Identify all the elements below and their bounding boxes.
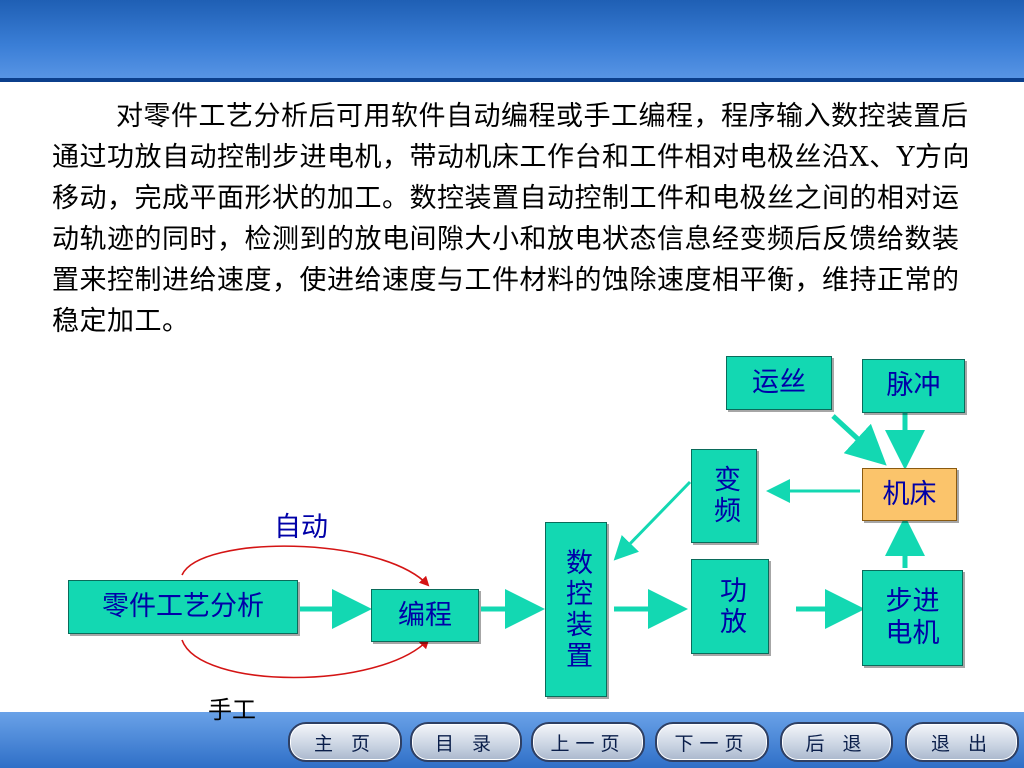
nav-back-button[interactable]: 后 退 bbox=[780, 722, 893, 762]
stepper-motor-box: 步进电机 bbox=[862, 570, 963, 666]
auto-loop-arrow bbox=[181, 545, 430, 587]
arrow-wire-to-machine bbox=[831, 414, 887, 466]
frequency-box: 变频 bbox=[691, 449, 757, 543]
auto-label: 自动 bbox=[274, 512, 328, 543]
part-analysis-box: 零件工艺分析 bbox=[68, 580, 298, 634]
body-paragraph: 对零件工艺分析后可用软件自动编程或手工编程，程序输入数控装置后通过功放自动控制步… bbox=[52, 101, 971, 337]
programming-box: 编程 bbox=[371, 589, 479, 642]
wire-feed-box: 运丝 bbox=[726, 356, 832, 410]
header-band bbox=[0, 0, 1024, 82]
nav-prev-button[interactable]: 上一页 bbox=[531, 722, 645, 762]
nav-next-button[interactable]: 下一页 bbox=[655, 722, 769, 762]
nav-home-button[interactable]: 主 页 bbox=[288, 722, 402, 762]
machine-tool-box: 机床 bbox=[862, 468, 957, 521]
arrow-freq-to-cnc bbox=[613, 480, 692, 561]
nav-contents-button[interactable]: 目 录 bbox=[410, 722, 522, 762]
pulse-box: 脉冲 bbox=[862, 359, 965, 413]
nav-exit-button[interactable]: 退 出 bbox=[905, 722, 1019, 762]
manual-loop-arrow bbox=[181, 638, 430, 679]
manual-label: 手工 bbox=[208, 696, 256, 724]
amplifier-box: 功放 bbox=[691, 559, 769, 654]
cnc-device-box: 数控装置 bbox=[545, 522, 607, 697]
